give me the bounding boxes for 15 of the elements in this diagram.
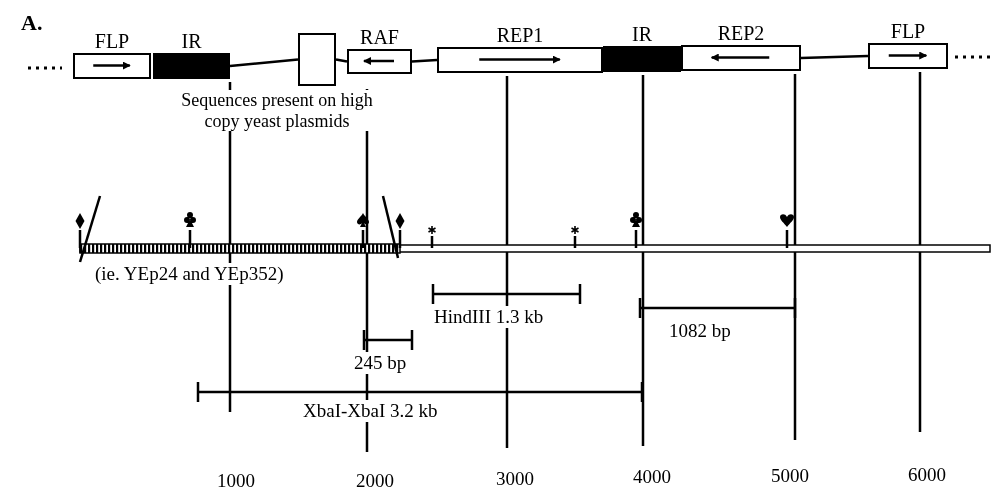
dna-backbone-line (411, 58, 438, 63)
fragment-label: HindIII 1.3 kb (433, 306, 545, 328)
gene-label: IR (632, 24, 652, 44)
dna-backbone-line (335, 58, 348, 63)
gene-label: FLP (890, 21, 926, 41)
gene-label: RAF (360, 27, 399, 47)
gene-label: IR (181, 31, 202, 51)
gene-label: FLP (94, 31, 130, 51)
gene-label: REP1 (496, 25, 544, 45)
dna-backbone-line (800, 54, 869, 60)
fragment-label: 245 bp (353, 352, 408, 374)
annotation-text: (ie. YEp24 and YEp352) (94, 263, 285, 285)
gene-label: REP2 (717, 23, 765, 43)
dna-backbone-line (229, 58, 299, 68)
fragment-label: XbaI-XbaI 3.2 kb (302, 400, 439, 422)
